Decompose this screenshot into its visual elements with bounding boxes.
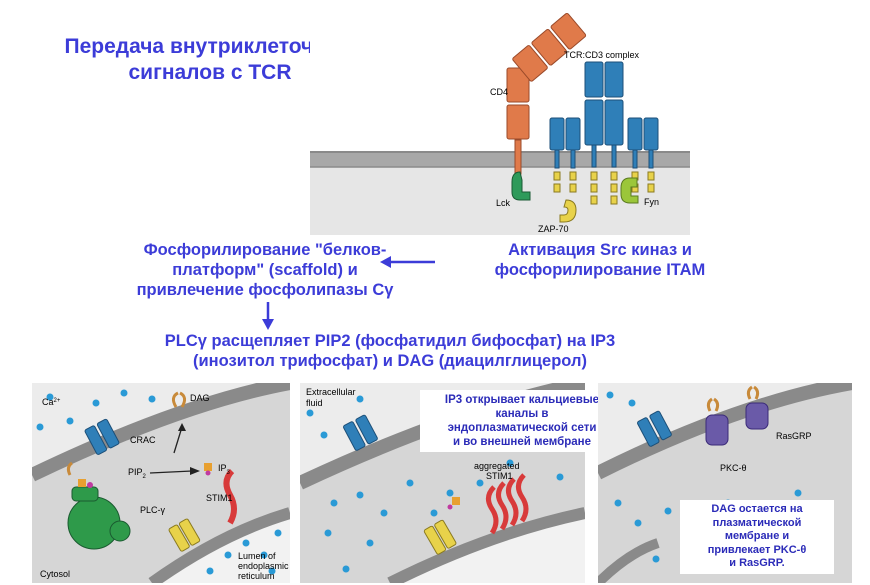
- crac-label: CRAC: [130, 435, 156, 445]
- ip3-molecule: [204, 463, 212, 471]
- scaffold-line-2: платформ" (scaffold) и: [172, 261, 358, 279]
- plc-gamma-enzyme: [66, 461, 131, 550]
- lumen-line-2: endoplasmic: [238, 561, 289, 571]
- svg-text:Ca2+: Ca2+: [42, 397, 61, 407]
- er-membrane: [148, 507, 290, 583]
- lumen-line-3: reticulum: [238, 571, 275, 581]
- ip3-subscript: 3: [227, 470, 231, 476]
- tcr-complex-label: TCR:CD3 complex: [564, 50, 640, 60]
- lck-kinase: [511, 171, 531, 201]
- rasgrp: [745, 385, 769, 430]
- fyn-kinase: [620, 177, 639, 204]
- dag-callout-line-4: привлекает PKC-θ: [707, 543, 807, 556]
- cd4-molecule: [506, 12, 587, 175]
- lumen-line-1: Lumen of: [238, 551, 276, 561]
- zap70-label: ZAP-70: [538, 224, 569, 234]
- svg-text:PIP2: PIP2: [128, 467, 147, 480]
- dag-callout-line-2: плазматической: [712, 516, 802, 529]
- plc-line-2: (инозитол трифосфат) и DAG (диацилглицер…: [193, 352, 587, 370]
- er-membrane: [387, 507, 585, 583]
- crac-channel: [637, 410, 672, 447]
- lck-label: Lck: [496, 198, 511, 208]
- scaffold-line-1: Фосфорилирование "белков-: [143, 241, 387, 259]
- activation-step: Активация Src киназ и фосфорилирование I…: [440, 240, 760, 280]
- plc-step: PLCγ расщепляет PIP2 (фосфатидил бифосфа…: [80, 331, 700, 371]
- title-line-1: Передача внутриклеточных: [64, 35, 356, 58]
- dag-molecule: [171, 391, 187, 408]
- cytosol-label: Cytosol: [40, 569, 70, 579]
- panel-plc-cleavage: Ca2+ DAG CRAC PIP2 IP3 PLC-γ STIM1 Lumen…: [32, 383, 290, 583]
- scaffold-line-3: привлечение фосфолипазы Cγ: [136, 281, 394, 299]
- plcg-label: PLC-γ: [140, 505, 166, 515]
- calcium-label: Ca: [42, 397, 54, 407]
- calcium-ions: [36, 389, 282, 575]
- fyn-label: Fyn: [644, 197, 659, 207]
- pkc-label: PKC-θ: [720, 463, 747, 473]
- page-title: Передача внутриклеточных сигналов с TCR: [30, 34, 390, 86]
- crac-channel: [84, 418, 120, 455]
- stim1-protein: [223, 468, 237, 525]
- cd4-label: CD4: [490, 87, 508, 97]
- pkc-theta: [705, 397, 729, 446]
- activation-line-2: фосфорилирование ITAM: [494, 261, 706, 279]
- ip3-callout-line-2: каналы в: [495, 408, 549, 420]
- arrow-left-icon: [380, 256, 435, 268]
- dag-label: DAG: [190, 393, 210, 403]
- pip2-label: PIP: [128, 467, 143, 477]
- plasma-membrane: [598, 383, 852, 480]
- crac-channel: [343, 414, 378, 451]
- aggregated-line-2: STIM1: [486, 471, 513, 481]
- tcr-cd3-complex: [549, 61, 659, 169]
- orai-channel: [423, 519, 457, 555]
- dag-callout: DAG остается на плазматической мембране …: [680, 500, 834, 574]
- ip3-callout-line-4: и во внешней мембране: [453, 436, 591, 448]
- tcr-receptor-figure: CD4 TCR:CD3 complex Lck ZAP-70 Fy: [310, 0, 690, 235]
- plc-line-1: PLCγ расщепляет PIP2 (фосфатидил бифосфа…: [164, 332, 616, 350]
- scaffold-step: Фосфорилирование "белков- платформ" (sca…: [110, 240, 420, 300]
- dag-callout-line-5: и RasGRP.: [729, 557, 785, 569]
- ip3-molecule: [452, 497, 460, 505]
- aggregated-line-1: aggregated: [474, 461, 520, 471]
- rasgrp-label: RasGRP: [776, 431, 812, 441]
- itam-motifs: [553, 171, 655, 205]
- dag-callout-line-3: мембране и: [724, 530, 790, 542]
- aggregated-stim1: [486, 473, 529, 535]
- arrow-down-icon: [262, 302, 274, 330]
- ip3-callout-line-3: эндоплазматической сети: [447, 422, 597, 434]
- activation-line-1: Активация Src киназ и: [508, 241, 692, 259]
- pip2-subscript: 2: [143, 474, 147, 480]
- plasma-membrane: [32, 383, 290, 482]
- title-line-2: сигналов с TCR: [128, 61, 292, 84]
- extracellular-line-1: Extracellular: [306, 387, 356, 397]
- ip3-label: IP: [218, 463, 227, 473]
- svg-text:IP3: IP3: [218, 463, 231, 476]
- dag-callout-line-1: DAG остается на: [711, 503, 803, 515]
- extracellular-line-2: fluid: [306, 398, 323, 408]
- orai-channel: [168, 518, 201, 552]
- ip3-callout: IP3 открывает кальциевые каналы в эндопл…: [420, 390, 624, 452]
- stim1-label: STIM1: [206, 493, 233, 503]
- ip3-callout-line-1: IP3 открывает кальциевые: [444, 394, 600, 406]
- calcium-superscript: 2+: [54, 398, 61, 404]
- zap70-kinase: [559, 199, 577, 223]
